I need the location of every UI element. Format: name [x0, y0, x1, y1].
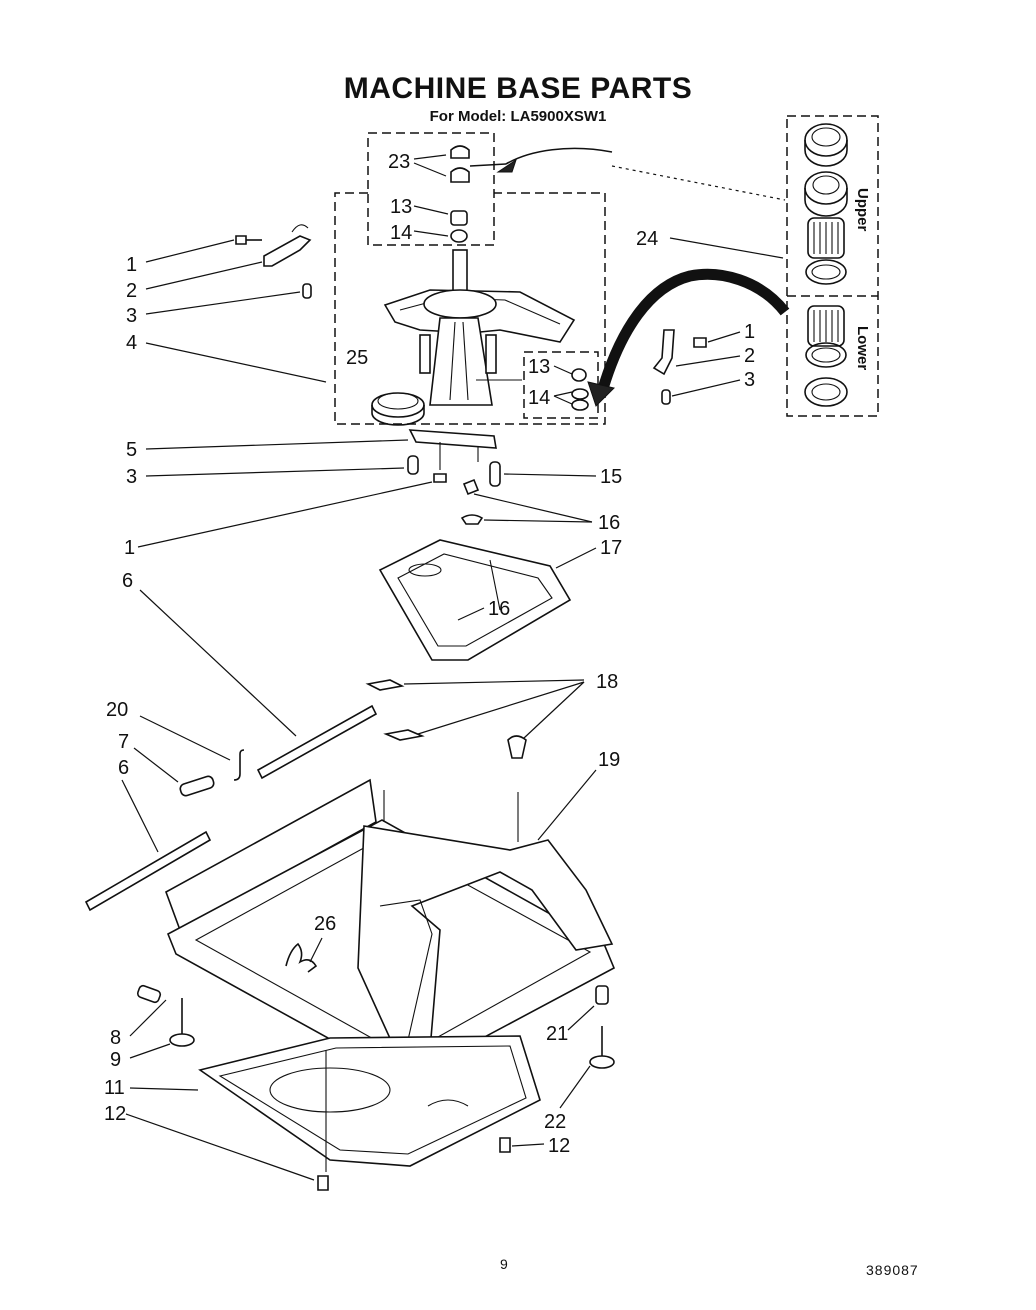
bearing-kit-box — [786, 115, 879, 417]
part-15-spring — [489, 461, 501, 487]
part-14-seal — [450, 229, 468, 243]
callout-19: 19 — [598, 749, 620, 771]
part-18-bumper — [507, 735, 527, 759]
callout-11: 11 — [104, 1077, 125, 1099]
callout-24: 24 — [636, 228, 658, 250]
model-subtitle: For Model: LA5900XSW1 — [429, 108, 607, 125]
part-8-plug — [136, 984, 162, 1004]
part-6-rail-upper — [256, 704, 378, 780]
screw-1 — [433, 473, 447, 483]
part-5-bracket — [408, 429, 497, 470]
callout-6-upper: 6 — [122, 570, 133, 592]
part-16-pad-b — [460, 514, 484, 525]
callout-12-right: 12 — [548, 1135, 570, 1157]
callout-16-lower: 16 — [488, 598, 510, 620]
lower-bearing-set — [804, 305, 848, 407]
document-code: 389087 — [866, 1262, 919, 1278]
callout-9: 9 — [110, 1049, 121, 1071]
right-bracket-hardware — [652, 329, 707, 405]
lower-bearing-arrow — [587, 268, 790, 407]
part-4-gearcase-assembly — [383, 249, 576, 406]
top-parts-box — [367, 132, 495, 246]
callout-3-mid: 3 — [126, 466, 137, 488]
callout-12-left: 12 — [104, 1103, 126, 1125]
callout-6-lower: 6 — [118, 757, 129, 779]
callout-1-right: 1 — [744, 321, 755, 343]
callout-21: 21 — [546, 1023, 568, 1045]
page-title: MACHINE BASE PARTS — [343, 72, 693, 105]
callout-3-right: 3 — [744, 369, 755, 391]
callout-3-left: 3 — [126, 305, 137, 327]
agitator-assembly-box — [334, 192, 606, 425]
part-16-pad-a — [462, 478, 480, 496]
upper-bearing-arrow — [469, 147, 786, 201]
callout-22: 22 — [544, 1111, 566, 1133]
part-18-plate-b — [383, 729, 425, 741]
callout-17: 17 — [600, 537, 622, 559]
part-23-caps — [450, 145, 470, 183]
callout-20: 20 — [106, 699, 128, 721]
callout-14-top: 14 — [390, 222, 412, 244]
part-11-base-plate — [198, 1035, 541, 1172]
upper-label: Upper — [854, 188, 871, 232]
part-12-screw-right — [499, 1137, 511, 1153]
callout-1-left: 1 — [126, 254, 137, 276]
callout-4: 4 — [126, 332, 137, 354]
callout-5: 5 — [126, 439, 137, 461]
callout-25: 25 — [346, 347, 368, 369]
part-12-screw-left — [317, 1175, 329, 1191]
callout-2-right: 2 — [744, 345, 755, 367]
callout-18: 18 — [596, 671, 618, 693]
callout-13-inner: 13 — [528, 356, 550, 378]
spring-3 — [407, 455, 419, 475]
page-number: 9 — [500, 1256, 508, 1272]
callout-15: 15 — [600, 466, 622, 488]
part-21-leg-nut — [595, 985, 609, 1005]
part-17-support-frame — [378, 539, 572, 661]
part-22-leveling-leg — [589, 1026, 615, 1069]
part-25-seal-ring — [371, 392, 425, 426]
part-18-plate-a — [365, 679, 405, 691]
part-7-spring — [179, 775, 215, 797]
callout-13-top: 13 — [390, 196, 412, 218]
inner-cam-parts — [571, 368, 589, 411]
leader-lines — [121, 154, 784, 1181]
left-bracket-hardware — [235, 224, 312, 299]
part-13-cam — [450, 210, 468, 226]
callout-14-inner: 14 — [528, 387, 550, 409]
part-20-clip — [233, 749, 245, 781]
callout-26: 26 — [314, 913, 336, 935]
callout-7: 7 — [118, 731, 129, 753]
callout-8: 8 — [110, 1027, 121, 1049]
lower-label: Lower — [854, 326, 871, 370]
part-6-rail-lower — [84, 830, 212, 912]
part-19-machine-base — [165, 778, 616, 1081]
callout-16-upper: 16 — [598, 512, 620, 534]
callout-1-mid: 1 — [124, 537, 135, 559]
callout-23: 23 — [388, 151, 410, 173]
callout-2-left: 2 — [126, 280, 137, 302]
part-9-leveling-leg — [169, 998, 195, 1047]
upper-bearing-set — [804, 123, 848, 285]
